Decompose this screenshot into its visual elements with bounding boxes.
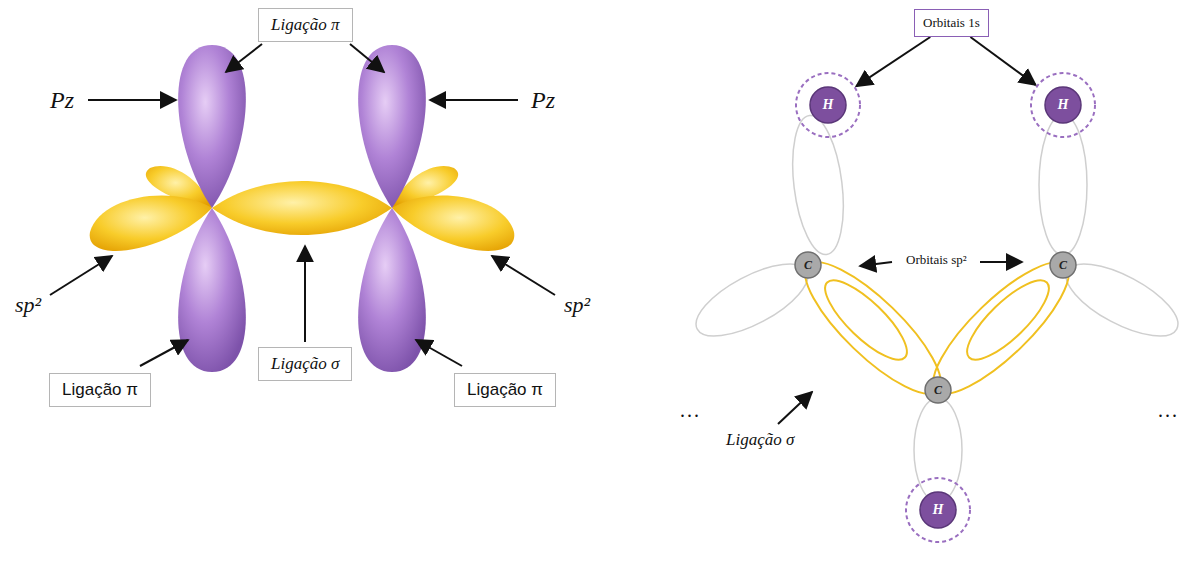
atom-label: C [804,258,812,273]
atom-label: H [933,502,944,518]
orbital-label: sp² [564,292,590,318]
sigma-bond-box: Ligação σ [258,347,352,381]
orbital-label: Pz [50,87,74,114]
hydrogen-atom: H [1029,71,1097,139]
orbital-label: sp² [15,292,41,318]
box-text: Ligação π [62,380,138,400]
orbital-box: Orbitais 1s [914,9,989,37]
atom-label: C [934,383,942,398]
box-text: Ligação π [467,380,543,400]
bond-label: Ligação σ [726,430,794,450]
orbital-label: Orbitais sp² [906,252,967,268]
atom-label: H [1058,97,1069,113]
orbital-label: Pz [531,87,555,114]
box-text: Ligação π [271,15,340,35]
callout-arrow [970,37,1035,85]
box-text: Orbitais 1s [923,15,980,31]
hydrogen-atom: H [794,71,862,139]
carbon-atom: C [794,251,822,279]
callout-arrow [856,37,930,86]
carbon-atom: C [924,376,952,404]
pi-bond-box: Ligação π [258,8,353,42]
pi-bond-box: Ligação π [454,373,556,407]
atom-label: H [823,97,834,113]
atom-label: C [1059,258,1067,273]
carbon-atom: C [1049,251,1077,279]
hydrogen-atom: H [904,476,972,544]
pi-bond-box: Ligação π [49,373,151,407]
continuation-mark: ... [1158,399,1179,422]
box-text: Ligação σ [271,354,339,374]
continuation-mark: ... [680,399,701,422]
